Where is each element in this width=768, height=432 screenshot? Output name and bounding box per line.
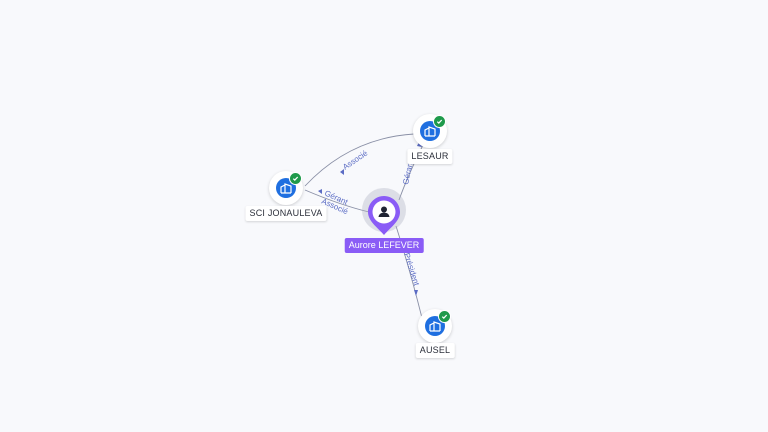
node-aurore-lefever[interactable] <box>367 195 401 237</box>
edge-label-person-ausel: Président <box>402 252 421 288</box>
person-label: Aurore LEFEVER <box>344 238 424 253</box>
node-sci-jonauleva[interactable] <box>269 171 303 205</box>
verified-check-icon <box>289 172 302 185</box>
verified-check-icon <box>438 310 451 323</box>
verified-check-icon <box>433 115 446 128</box>
company-label-lesaur: LESAUR <box>407 149 453 164</box>
edge-person-lesaur <box>398 142 425 201</box>
edge-arrow <box>414 290 418 296</box>
edge-arrow <box>318 189 322 194</box>
person-icon <box>378 206 390 217</box>
edge-person-sci <box>304 189 370 213</box>
edge-person-ausel <box>395 225 423 319</box>
edge-label-lesaur-sci: Associé <box>341 148 370 171</box>
node-ausel[interactable] <box>418 309 452 343</box>
company-label-ausel: AUSEL <box>415 343 455 358</box>
company-label-sci: SCI JONAULEVA <box>245 206 327 221</box>
edge-arrow <box>340 169 344 175</box>
node-lesaur[interactable] <box>413 114 447 148</box>
edge-lesaur-sci <box>304 133 415 187</box>
